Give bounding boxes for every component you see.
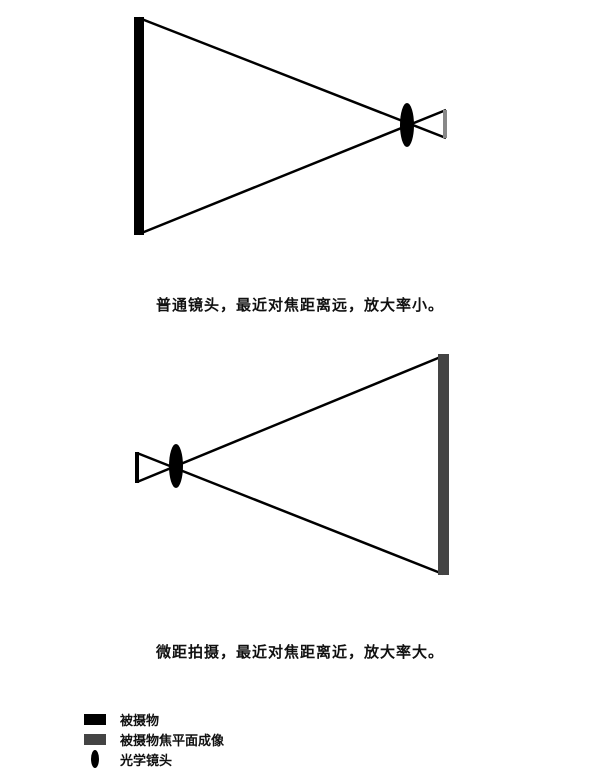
lens-icon (169, 444, 183, 488)
legend-item-lens: 光学镜头 (84, 749, 224, 769)
legend-item-subject: 被摄物 (84, 709, 224, 729)
legend-label: 光学镜头 (120, 753, 173, 769)
ray-top (136, 354, 444, 484)
subject-bar (134, 17, 144, 235)
lens-icon (91, 750, 99, 768)
caption-normal-lens: 普通镜头，最近对焦距离远，放大率小。 (155, 296, 444, 314)
subject-bar (135, 452, 139, 483)
subject-swatch-icon (84, 713, 106, 725)
image-swatch-icon (84, 733, 106, 745)
image-bar (443, 110, 447, 138)
normal-lens-diagram (134, 16, 447, 236)
legend: 被摄物 被摄物焦平面成像 光学镜头 (84, 709, 224, 769)
image-bar (438, 354, 449, 575)
legend-item-image: 被摄物焦平面成像 (84, 729, 224, 749)
ray-bottom (136, 451, 444, 576)
caption-macro: 微距拍摄，最近对焦距离近，放大率大。 (155, 643, 444, 661)
legend-label: 被摄物 (120, 713, 160, 729)
ray-bottom (138, 108, 447, 236)
ray-top (138, 16, 447, 140)
lens-icon (400, 103, 414, 147)
legend-label: 被摄物焦平面成像 (120, 733, 225, 749)
macro-diagram (135, 354, 449, 576)
